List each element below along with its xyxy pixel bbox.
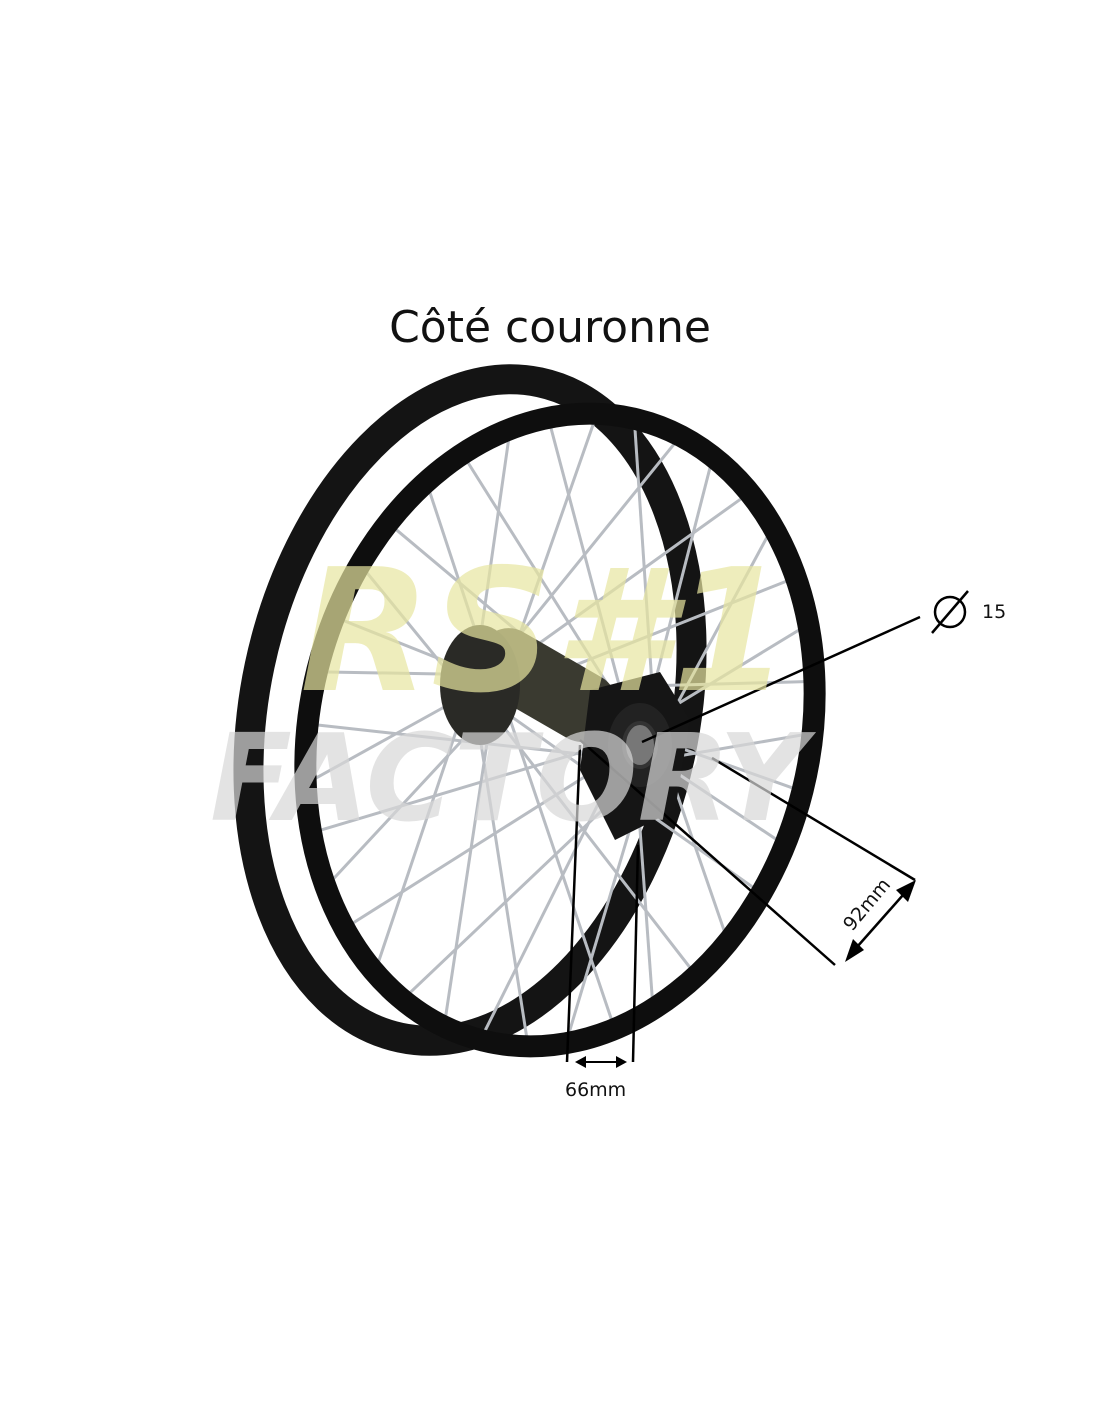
image-title: Côté couronne [389,302,711,353]
watermark-line1: RS#1 [300,533,790,731]
rim-front [294,402,826,1058]
dimension-arrowheads [575,880,916,1068]
spoke [493,674,613,1021]
hub [440,625,690,840]
flange-diameter-label: 92mm [839,874,895,935]
dimension-lines [565,615,921,1063]
diameter-icon [931,590,969,634]
hub-width-label: 66mm [565,1079,626,1101]
watermark-line2: FACTORY [210,710,817,849]
axle-diameter-label: 15 [982,601,1006,623]
watermark-logo: RS#1 FACTORY [210,533,817,849]
